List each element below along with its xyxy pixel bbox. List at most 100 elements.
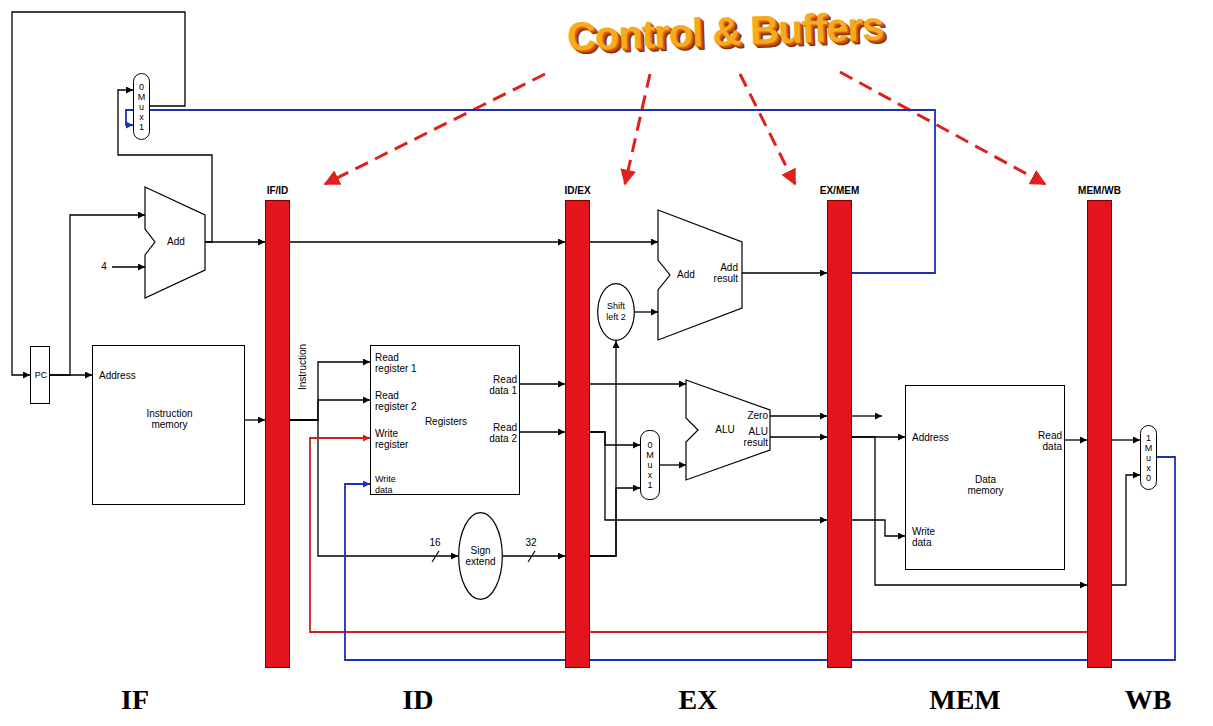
node-text: Read data 1 — [471, 374, 517, 396]
mux-input-label: 0 — [139, 82, 144, 92]
wire-connector — [770, 436, 827, 437]
text-holder: Write data — [912, 526, 952, 548]
label-holder: Instruction — [297, 344, 308, 390]
pipeline-register: EX/MEM — [827, 200, 852, 668]
text-holder: PC — [31, 370, 51, 381]
wire-connector — [126, 110, 935, 273]
label-holder: ID/EX — [564, 185, 590, 196]
label-holder: EX — [679, 684, 718, 716]
label-holder: ID — [402, 684, 433, 716]
wire-connector — [590, 241, 658, 242]
mux-input-label: Mux — [1144, 443, 1153, 473]
node-text: Add — [674, 269, 698, 280]
wire-connector — [852, 520, 905, 536]
multiplexer: 1Mux0 — [1140, 425, 1157, 490]
process-box: Read register 1Read register 2Write regi… — [370, 345, 520, 495]
wire-connector — [590, 341, 616, 556]
callout-arrow — [740, 74, 795, 184]
adder-alu-symbol: Add — [145, 187, 205, 298]
wire-connector — [205, 241, 265, 242]
mux-input-label: 0 — [1146, 473, 1151, 483]
node-text: PC — [31, 370, 51, 381]
pipeline-register: MEM/WB — [1087, 200, 1112, 668]
mux-input-label: 1 — [139, 122, 144, 132]
ellipse-outline — [598, 284, 635, 341]
multiplexer: 0Mux1 — [640, 430, 660, 500]
function-ellipse: Sign extend — [458, 512, 503, 600]
wire-connector — [1112, 475, 1140, 585]
node-text: Zero — [740, 410, 768, 421]
wire-connector — [660, 464, 686, 465]
pipeline-register-label: MEM/WB — [1078, 185, 1121, 196]
text-holder: Read data — [1022, 430, 1062, 452]
wire-connector — [1112, 439, 1140, 440]
node-text: Sign extend — [462, 545, 499, 567]
node-text: Data memory — [963, 474, 1008, 496]
mux-input-label: 0 — [647, 440, 652, 450]
text-holder: Read register 1 — [375, 352, 430, 374]
node-text: Read data 2 — [471, 422, 517, 444]
pipeline-register-label: ID/EX — [564, 185, 590, 196]
bit-width: 32 — [525, 537, 536, 548]
text-holder: Address — [99, 370, 159, 381]
text-holder: Add result — [704, 262, 738, 284]
pipeline-register: IF/ID — [265, 200, 290, 668]
text-holder: Zero — [740, 410, 768, 421]
constant-input-wire — [112, 266, 145, 267]
text-holder: Read data 1 — [471, 374, 517, 396]
pipeline-register-label: EX/MEM — [820, 185, 859, 196]
ellipse-outline — [459, 513, 503, 600]
node-text: Read data — [1022, 430, 1062, 452]
label-holder: IF/ID — [267, 185, 289, 196]
wire-connector — [503, 555, 565, 556]
stage-label: ID — [402, 684, 433, 716]
stage-label: IF — [121, 684, 149, 716]
label-holder: 4 — [101, 261, 107, 272]
label-holder: IF — [121, 684, 149, 716]
zero-output-wire — [852, 415, 882, 416]
stage-label: MEM — [929, 684, 1001, 716]
mux-input-label: 1 — [1146, 433, 1151, 443]
label-holder: Control & Buffers — [566, 2, 884, 59]
wire-connector — [635, 311, 658, 312]
wire-connector — [290, 241, 565, 242]
wire-connector — [520, 431, 565, 432]
text-holder: Read data 2 — [471, 422, 517, 444]
process-box: AddressWrite data Read dataData memory — [905, 385, 1065, 570]
trapezoid-outline — [145, 187, 205, 298]
node-text: Write data — [375, 474, 415, 496]
node-text: Instruction memory — [133, 408, 206, 430]
label-holder: WB — [1125, 684, 1172, 716]
node-text: Add result — [704, 262, 738, 284]
text-holder: Add — [165, 236, 187, 247]
mux-input-label: 1 — [647, 480, 652, 490]
bus-label: Instruction — [297, 344, 308, 390]
node-text: ALU result — [736, 426, 768, 448]
callout-arrow — [625, 74, 650, 184]
node-text: Add — [165, 236, 187, 247]
node-text: Read register 1 — [375, 352, 430, 374]
process-box: AddressInstruction memory — [92, 345, 245, 505]
label-holder: MEM/WB — [1078, 185, 1121, 196]
text-holder: Write data — [375, 474, 415, 496]
node-text: Address — [99, 370, 159, 381]
text-holder: Data memory — [963, 474, 1008, 496]
node-text: Registers — [421, 416, 471, 427]
wire-connector — [590, 432, 640, 445]
node-text: ALU — [712, 424, 738, 435]
callout-arrow — [325, 74, 545, 184]
node-text: Read register 2 — [375, 390, 430, 412]
wire-connector — [245, 419, 265, 420]
text-holder: ALU — [712, 424, 738, 435]
node-text: Write data — [912, 526, 952, 548]
adder-alu-symbol: ALUZeroALU result — [686, 380, 770, 480]
label-holder: MEM — [929, 684, 1001, 716]
text-holder: Read register 2 — [375, 390, 430, 412]
wire-connector — [590, 383, 686, 384]
node-text: Address — [912, 432, 962, 443]
text-holder: Registers — [421, 416, 471, 427]
function-ellipse: Shift left 2 — [597, 283, 635, 341]
pipeline-register-label: IF/ID — [267, 185, 289, 196]
wire-connector — [520, 383, 565, 384]
